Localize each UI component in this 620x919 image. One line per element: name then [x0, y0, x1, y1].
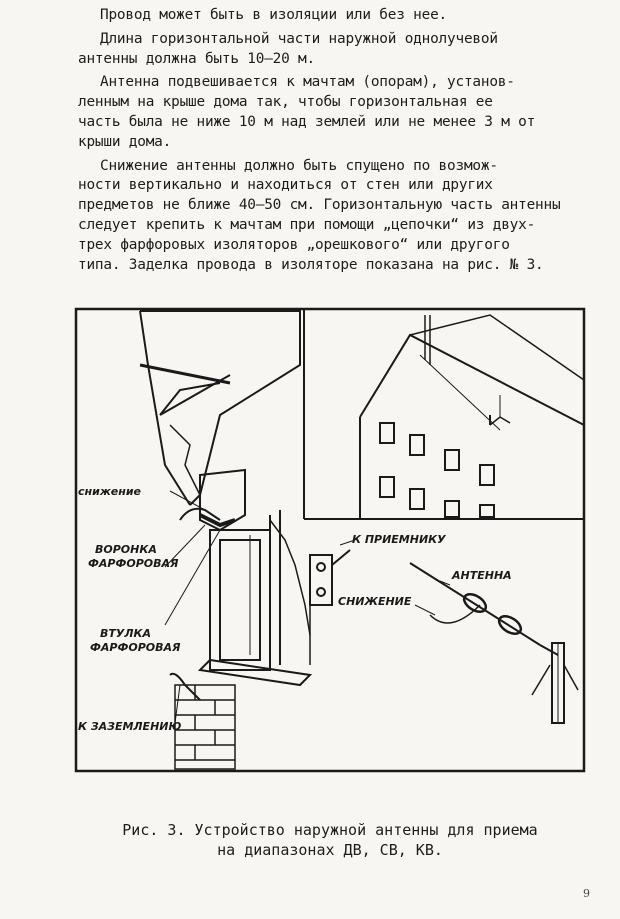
text-line: Длина горизонтальной части наружной одно… [100, 30, 498, 47]
text-line: часть была не ниже 10 м над землей или н… [78, 113, 536, 130]
text-line: Снижение антенны должно быть спущено по … [100, 157, 498, 174]
paragraph-2: Длина горизонтальной части наружной одно… [78, 30, 616, 70]
label-snizhenie-right: СНИЖЕНИЕ [338, 595, 412, 608]
text-line: следует крепить к мачтам при помощи „цеп… [78, 216, 536, 233]
wall-window-drawing [197, 468, 313, 687]
paragraph-3: Антенна подвешивается к мачтам (опорам),… [78, 73, 616, 152]
paragraph-4: Снижение антенны должно быть спущено по … [78, 157, 616, 276]
window-icon [444, 449, 460, 471]
body-text: Провод может быть в изоляции или без нее… [78, 6, 616, 275]
text-line: типа. Заделка провода в изоляторе показа… [78, 256, 544, 273]
caption-line-1: Рис. 3. Устройство наружной антенны для … [122, 821, 538, 839]
text-line: Антенна подвешивается к мачтам (опорам),… [100, 74, 515, 91]
page-number: 9 [583, 887, 590, 900]
text-line: ленным на крыше дома так, чтобы горизонт… [78, 94, 493, 111]
window-icon [379, 476, 395, 498]
text-line: крыши дома. [78, 133, 172, 150]
figure-caption: Рис. 3. Устройство наружной антенны для … [70, 820, 590, 860]
label-vtulka: ВТУЛКА [100, 627, 151, 640]
insulator-chain-drawing [409, 562, 579, 724]
label-k-priemniku: К ПРИЕМНИКУ [352, 533, 446, 546]
label-snizhenie-left: снижение [78, 485, 142, 498]
label-k-zazemleniyu: К ЗАЗЕМЛЕНИЮ [78, 720, 181, 733]
window-icon [409, 434, 425, 456]
roof-eave-drawing [139, 310, 301, 506]
paragraph-1: Провод может быть в изоляции или без нее… [78, 6, 616, 26]
leader-lines [164, 490, 451, 724]
caption-line-2: на диапазонах ДВ, СВ, КВ. [217, 841, 443, 859]
window-icon [379, 422, 395, 444]
switch-box [309, 549, 351, 665]
window-icon [444, 500, 460, 518]
text-line: трех фарфоровых изоляторов „орешкового“ … [78, 236, 510, 253]
label-voronka: ВОРОНКА [95, 543, 157, 556]
text-line: ности вертикально и находиться от стен и… [78, 177, 493, 194]
antenna-illustration: снижение ВОРОНКА ФАРФОРОВАЯ ВТУЛКА ФАРФО… [74, 307, 586, 773]
antenna-figure: снижение ВОРОНКА ФАРФОРОВАЯ ВТУЛКА ФАРФО… [70, 305, 590, 775]
figure-frame [74, 307, 586, 773]
label-farforovaya-2: ФАРФОРОВАЯ [90, 641, 181, 654]
window-icon [479, 504, 495, 518]
label-farforovaya-1: ФАРФОРОВАЯ [88, 557, 179, 570]
house-drawing [359, 314, 585, 519]
window-icon [479, 464, 495, 486]
label-antenna: АНТЕННА [451, 569, 512, 582]
text-line: Провод может быть в изоляции или без нее… [100, 7, 448, 23]
drop-wire-left [169, 507, 311, 701]
text-line: антенны должна быть 10—20 м. [78, 50, 315, 67]
window-icon [409, 488, 425, 510]
text-line: предметов не ближе 40—50 см. Горизонталь… [78, 197, 561, 214]
brick-column [174, 684, 236, 770]
